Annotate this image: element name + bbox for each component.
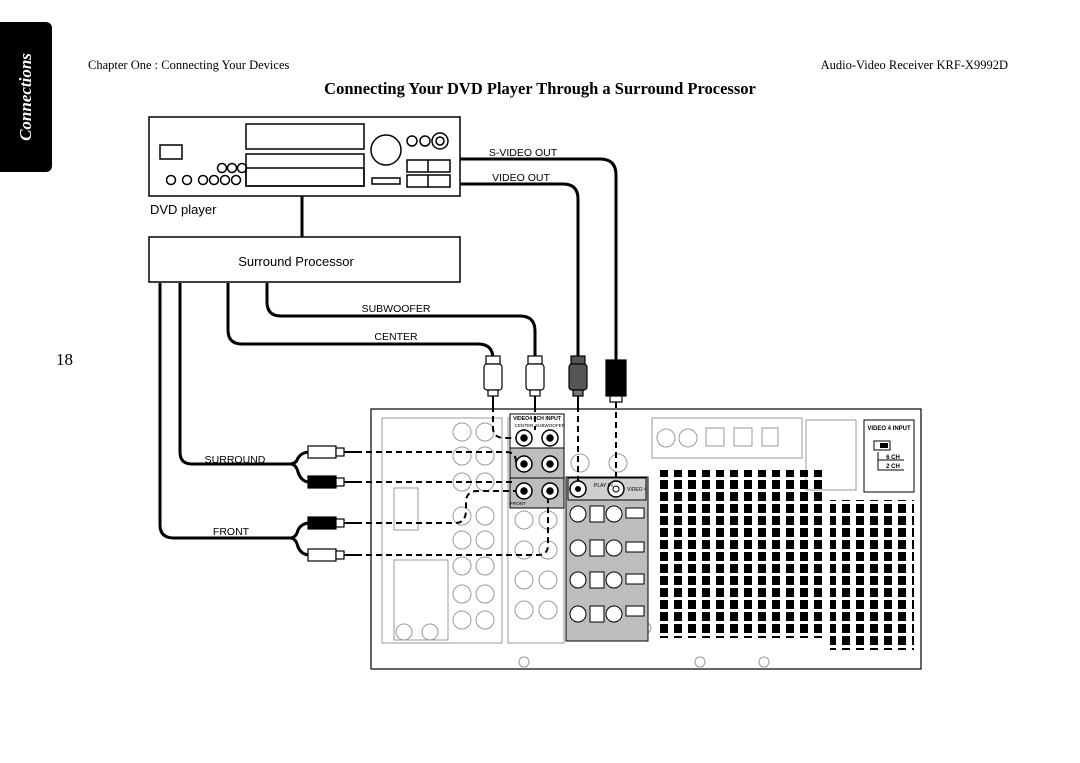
surround-label: SURROUND <box>205 454 266 466</box>
product-header: Audio-Video Receiver KRF-X9992D <box>820 58 1008 72</box>
subwoofer-plug <box>525 355 545 406</box>
surround-processor <box>148 236 461 283</box>
front-cable <box>158 283 290 540</box>
dvd-player <box>148 116 461 197</box>
page-number: 18 <box>56 350 73 369</box>
subwoofer-jack-label: SUBWOOFER <box>535 423 566 428</box>
subwoofer-label: SUBWOOFER <box>362 303 431 315</box>
page-title: Connecting Your DVD Player Through a Sur… <box>324 79 756 98</box>
video-out-label: VIDEO OUT <box>492 172 550 184</box>
center-label: CENTER <box>374 331 418 343</box>
video4-6ch-input-label: VIDEO4 6CH INPUT <box>513 416 562 422</box>
s-video-plug <box>605 359 627 403</box>
s-video-cable <box>460 157 618 362</box>
front-plug-black <box>307 516 356 530</box>
switch-2ch-label: 2 CH <box>886 464 900 470</box>
front-jack-label: FRONT <box>510 501 526 506</box>
front-plug-white <box>307 548 356 562</box>
chapter-header: Chapter One : Connecting Your Devices <box>88 58 290 72</box>
dashed-connections <box>356 402 617 556</box>
section-tab: Connections <box>0 22 52 172</box>
surround-plug-white <box>307 445 356 459</box>
switch-6ch-label: 6 CH <box>886 455 900 461</box>
center-jack-label: CENTER <box>515 423 535 428</box>
center-cable <box>226 283 495 360</box>
video4-jack-label: VIDEO 4 <box>627 487 647 493</box>
video4-input-title: VIDEO 4 INPUT <box>867 426 911 432</box>
play-in-label: PLAY IN <box>594 483 613 489</box>
dvd-player-label: DVD player <box>150 202 217 217</box>
surround-plug-black <box>307 475 356 489</box>
front-label: FRONT <box>213 526 250 538</box>
center-plug <box>483 355 503 406</box>
video-cable <box>460 182 580 358</box>
s-video-out-label: S-VIDEO OUT <box>489 147 558 159</box>
subwoofer-cable <box>265 283 537 358</box>
video-plug <box>568 355 588 406</box>
receiver-rear-panel: PLAY IN VIDEO 4 VIDEO4 6CH INPUT CENTER … <box>370 408 922 670</box>
surround-processor-label: Surround Processor <box>238 254 354 269</box>
surround-cable <box>178 283 290 466</box>
